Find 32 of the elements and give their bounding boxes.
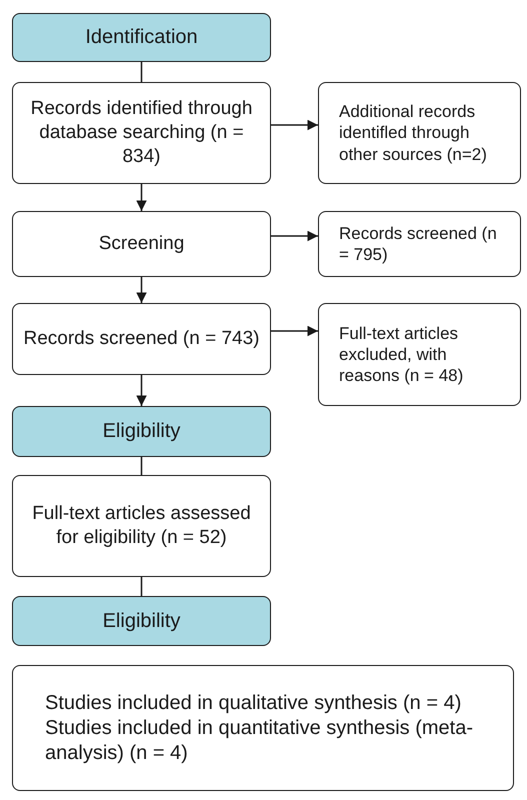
- node-text: Records screened (n = 743): [22, 327, 261, 351]
- node-text: Additional records identifled through other sources (n=2): [338, 101, 488, 165]
- arrow: [271, 326, 318, 336]
- node-text: Full-text articles assessed for eligibility (n = 52): [31, 502, 252, 550]
- node-text: Records screened (n = 795): [338, 222, 498, 266]
- connector-line: [140, 577, 142, 596]
- process-box: [12, 211, 271, 277]
- side-box: [318, 82, 521, 184]
- node-text: Full-text articles excluded, with reasons (n = 48): [338, 322, 464, 386]
- phase-header-box: [12, 406, 271, 457]
- side-box: [318, 211, 521, 277]
- arrow: [136, 375, 147, 406]
- phase-header-box: [12, 13, 271, 62]
- arrow: [271, 230, 318, 242]
- arrow: [136, 184, 147, 211]
- process-box: [12, 475, 271, 577]
- phase-header-box: [12, 596, 271, 646]
- node-text: Studies included in qualitative synthesis (n = 4): [44, 690, 462, 716]
- side-box: [318, 303, 521, 406]
- arrow: [271, 120, 318, 130]
- process-box: [12, 303, 271, 375]
- node-text: Screening: [98, 232, 186, 256]
- result-box: [12, 665, 514, 791]
- arrow: [136, 277, 147, 303]
- node-text: Records identified through database searching (n = 834): [30, 97, 254, 169]
- node-text: Studies included in quantitative synthesis (meta-analysis) (n = 4): [44, 716, 474, 766]
- node-text: Identification: [84, 25, 199, 50]
- node-text: Eligibility: [102, 608, 182, 634]
- process-box: [12, 82, 271, 184]
- node-text: Eligibility: [102, 419, 182, 444]
- connector-line: [140, 62, 142, 82]
- connector-line: [140, 457, 142, 475]
